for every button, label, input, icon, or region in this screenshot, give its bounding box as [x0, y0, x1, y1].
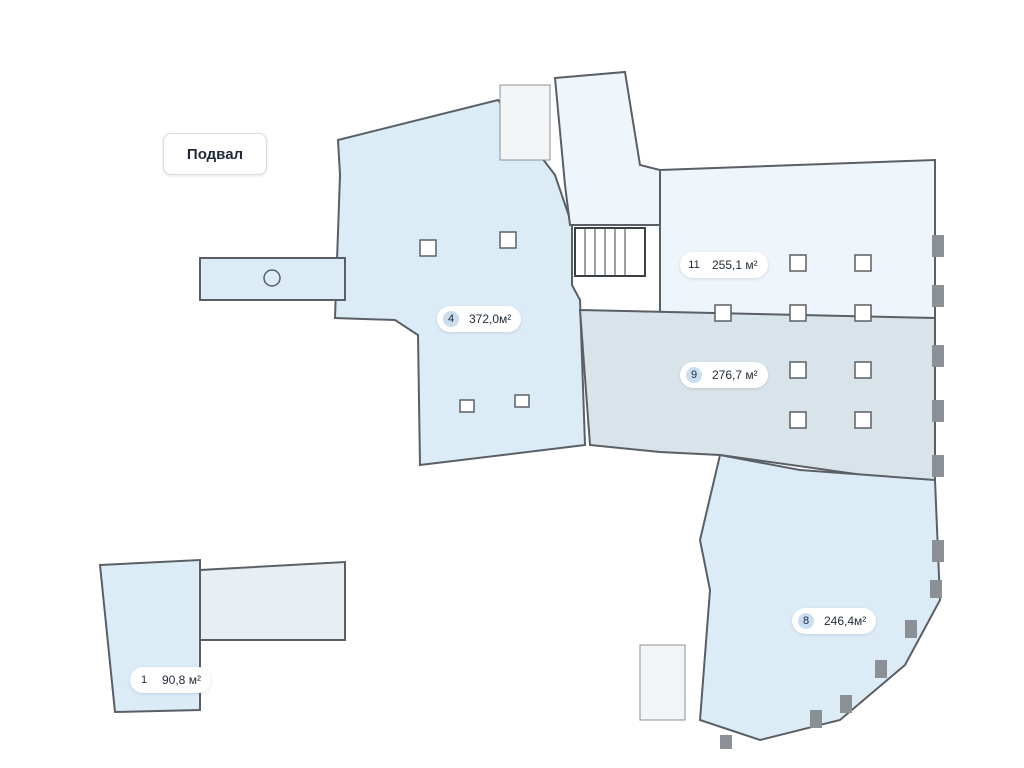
- room-area: 372,0м²: [469, 312, 512, 326]
- room-area: 246,4м²: [824, 614, 867, 628]
- room-area: 276,7 м²: [712, 368, 758, 382]
- room-11-area[interactable]: [659, 158, 936, 319]
- room-badge-11[interactable]: 11 255,1 м²: [680, 252, 768, 278]
- columns: [419, 231, 872, 429]
- upper-corridor: [553, 70, 661, 226]
- room-number: 4: [443, 311, 459, 327]
- target-marker: [263, 269, 281, 287]
- room-number: 8: [798, 613, 814, 629]
- room-badge-9[interactable]: 9 276,7 м²: [680, 362, 768, 388]
- room-badge-1[interactable]: 1 90,8 м²: [130, 667, 211, 693]
- room-badge-4[interactable]: 4 372,0м²: [437, 306, 522, 332]
- courtyard: [499, 84, 551, 161]
- room-area: 90,8 м²: [162, 673, 201, 687]
- room-8-area[interactable]: [698, 453, 942, 742]
- room-badge-8[interactable]: 8 246,4м²: [792, 608, 877, 634]
- room-number: 9: [686, 367, 702, 383]
- room-4-area[interactable]: [199, 98, 587, 467]
- floor-label[interactable]: Подвал: [163, 133, 267, 175]
- south-courtyard: [639, 644, 686, 721]
- room-number: 11: [688, 259, 700, 271]
- room-area: 255,1 м²: [712, 258, 758, 272]
- room-number: 1: [140, 674, 148, 686]
- stair-core: [574, 227, 646, 277]
- room-9-area[interactable]: [578, 308, 936, 487]
- wall-piers: [720, 235, 944, 749]
